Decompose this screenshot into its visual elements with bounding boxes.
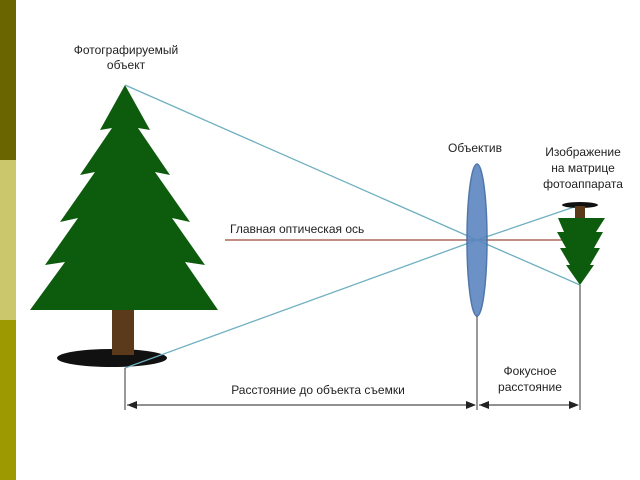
distance-label: Расстояние до объекта съемки bbox=[231, 383, 405, 397]
axis-label: Главная оптическая ось bbox=[230, 222, 364, 236]
tree-trunk bbox=[112, 300, 134, 355]
image-label-line2: на матрице bbox=[551, 161, 615, 175]
lens bbox=[466, 163, 488, 317]
arrowhead bbox=[479, 401, 489, 409]
focal-label-line2: расстояние bbox=[498, 380, 562, 394]
image-label-line1: Изображение bbox=[545, 145, 621, 159]
object-label-line1: Фотографируемый bbox=[74, 43, 179, 57]
object-label-line2: объект bbox=[107, 58, 146, 72]
focal-label-line1: Фокусное bbox=[503, 364, 556, 378]
image-trunk bbox=[575, 206, 585, 218]
tree-image bbox=[557, 218, 605, 285]
lens-label: Объектив bbox=[448, 141, 502, 155]
slide-accent-bar-top bbox=[0, 0, 16, 160]
arrowhead bbox=[127, 401, 137, 409]
slide-accent-bar-bottom bbox=[0, 320, 16, 480]
image-label-line3: фотоаппарата bbox=[543, 177, 623, 191]
slide-accent-bar-middle bbox=[0, 160, 16, 320]
tree-object bbox=[30, 85, 218, 310]
image-ground bbox=[562, 202, 598, 208]
